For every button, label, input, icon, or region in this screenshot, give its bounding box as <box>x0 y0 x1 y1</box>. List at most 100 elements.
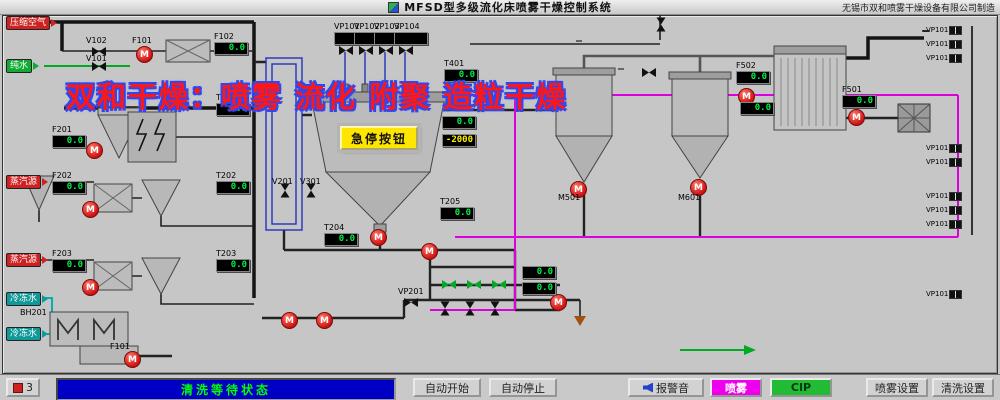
valve-icon[interactable] <box>465 301 475 316</box>
pump-icon[interactable]: M <box>136 46 153 63</box>
pump-icon[interactable]: M <box>316 312 333 329</box>
valve-icon <box>949 158 963 167</box>
auto-start-button[interactable]: 自动开始 <box>413 378 481 397</box>
source-pill: 冷冻水 <box>6 327 42 341</box>
window-title: MFSD型多级流化床喷雾干燥控制系统 <box>404 1 612 14</box>
instrument: T201 0.0 <box>216 94 250 116</box>
remote-valve[interactable]: VP101 <box>926 158 963 167</box>
remote-valve[interactable]: VP101 <box>926 220 963 229</box>
remote-valve-tag: VP101 <box>926 192 949 200</box>
emergency-stop-button[interactable]: 急停按钮 <box>340 126 418 150</box>
pump-icon[interactable]: M <box>82 279 99 296</box>
pump-letter: M <box>86 204 95 215</box>
pump-icon[interactable]: M <box>82 201 99 218</box>
valve-icon[interactable] <box>359 46 373 55</box>
instrument-tag: V201 <box>272 177 293 186</box>
valve-icon[interactable] <box>440 301 450 316</box>
page-button[interactable]: 3 <box>6 378 40 397</box>
pump-icon[interactable]: M <box>281 312 298 329</box>
instrument-value: -2000 <box>442 134 476 147</box>
valve-icon[interactable] <box>404 298 418 307</box>
instrument: V102 <box>86 37 107 46</box>
auto-stop-button[interactable]: 自动停止 <box>489 378 557 397</box>
instrument-tag: F501 <box>842 85 862 94</box>
valve-icon[interactable] <box>467 280 481 289</box>
valve-icon[interactable] <box>490 301 500 316</box>
diagram-panel <box>2 15 998 374</box>
page-icon <box>13 382 23 393</box>
valve-icon[interactable] <box>379 46 393 55</box>
instrument-tag: VP103 <box>374 22 400 31</box>
instrument-tag: V102 <box>86 36 107 45</box>
instrument-value: 0.0 <box>216 181 250 194</box>
instrument: BH201 <box>20 309 47 318</box>
remote-valve-tag: VP101 <box>926 206 949 214</box>
instrument-tag: VP201 <box>398 287 424 296</box>
instrument-tag: T401 <box>444 59 465 68</box>
instrument-tag: T204 <box>324 223 345 232</box>
valve-icon <box>949 54 963 63</box>
valve-icon[interactable] <box>642 68 656 77</box>
instrument-value: 0.0 <box>444 69 478 82</box>
title-bar: MFSD型多级流化床喷雾干燥控制系统 无锡市双和喷雾干燥设备有限公司制造 <box>0 0 1000 15</box>
toolbar: 3 清洗等待状态 自动开始 自动停止 报警音 喷雾 CIP 喷雾设置 清洗设置 <box>0 374 1000 400</box>
pump-icon[interactable]: M <box>550 294 567 311</box>
instrument-tag: F201 <box>52 125 72 134</box>
pump-icon[interactable]: M <box>86 142 103 159</box>
flow-arrow-icon <box>42 330 49 338</box>
pump-icon[interactable]: M <box>370 229 387 246</box>
instrument-tag: T201 <box>216 93 237 102</box>
instrument-value: 0.0 <box>736 71 770 84</box>
instrument: F201 0.0 <box>52 126 86 148</box>
flow-arrow-icon <box>42 295 49 303</box>
instrument: 0.0 <box>522 266 556 279</box>
instrument: -2000 <box>442 134 476 147</box>
valve-icon[interactable] <box>399 46 413 55</box>
remote-valve[interactable]: VP101 <box>926 40 963 49</box>
remote-valve[interactable]: VP101 <box>926 54 963 63</box>
valve-icon[interactable] <box>492 280 506 289</box>
remote-valve-tag: VP101 <box>926 290 949 298</box>
flow-arrow-icon <box>42 256 49 264</box>
alarm-sound-button[interactable]: 报警音 <box>628 378 704 397</box>
remote-valve[interactable]: VP101 <box>926 206 963 215</box>
app-icon <box>388 1 400 13</box>
remote-valve-tag: VP101 <box>926 158 949 166</box>
instrument: T204 0.0 <box>324 224 358 246</box>
remote-valve[interactable]: VP101 <box>926 192 963 201</box>
instrument: 0.0 <box>522 282 556 295</box>
valve-icon[interactable] <box>442 280 456 289</box>
spray-button[interactable]: 喷雾 <box>710 378 762 397</box>
instrument-tag: BH201 <box>20 308 47 317</box>
source-pill: 冷冻水 <box>6 292 42 306</box>
supply-source-label: 冷冻水 <box>6 327 49 341</box>
pump-letter: M <box>320 315 329 326</box>
instrument-value: 0.0 <box>52 135 86 148</box>
remote-valve[interactable]: VP101 <box>926 26 963 35</box>
pump-letter: M <box>285 315 294 326</box>
remote-valve[interactable]: VP101 <box>926 144 963 153</box>
valve-icon <box>949 290 963 299</box>
remote-valve-tag: VP101 <box>926 144 949 152</box>
source-pill: 压缩空气 <box>6 16 51 30</box>
pump-letter: M <box>86 282 95 293</box>
instrument-tag: F102 <box>214 32 234 41</box>
valve-icon[interactable] <box>656 17 666 32</box>
source-pill: 蒸汽源 <box>6 175 42 189</box>
supply-source-label: 压缩空气 <box>6 16 58 30</box>
valve-icon[interactable] <box>339 46 353 55</box>
instrument-tag: VP102 <box>354 22 380 31</box>
instrument-tag: T202 <box>216 171 237 180</box>
pump-icon[interactable]: M <box>848 109 865 126</box>
instrument: M501 <box>558 194 580 203</box>
flow-arrow-icon <box>42 178 49 186</box>
clean-settings-button[interactable]: 清洗设置 <box>932 378 994 397</box>
pump-icon[interactable]: M <box>124 351 141 368</box>
remote-valve[interactable]: VP101 <box>926 290 963 299</box>
cip-button[interactable]: CIP <box>770 378 832 397</box>
pump-icon[interactable]: M <box>421 243 438 260</box>
instrument-tag: V301 <box>300 177 321 186</box>
spray-settings-button[interactable]: 喷雾设置 <box>866 378 928 397</box>
pump-letter: M <box>128 354 137 365</box>
instrument-tag: VP104 <box>394 22 420 31</box>
